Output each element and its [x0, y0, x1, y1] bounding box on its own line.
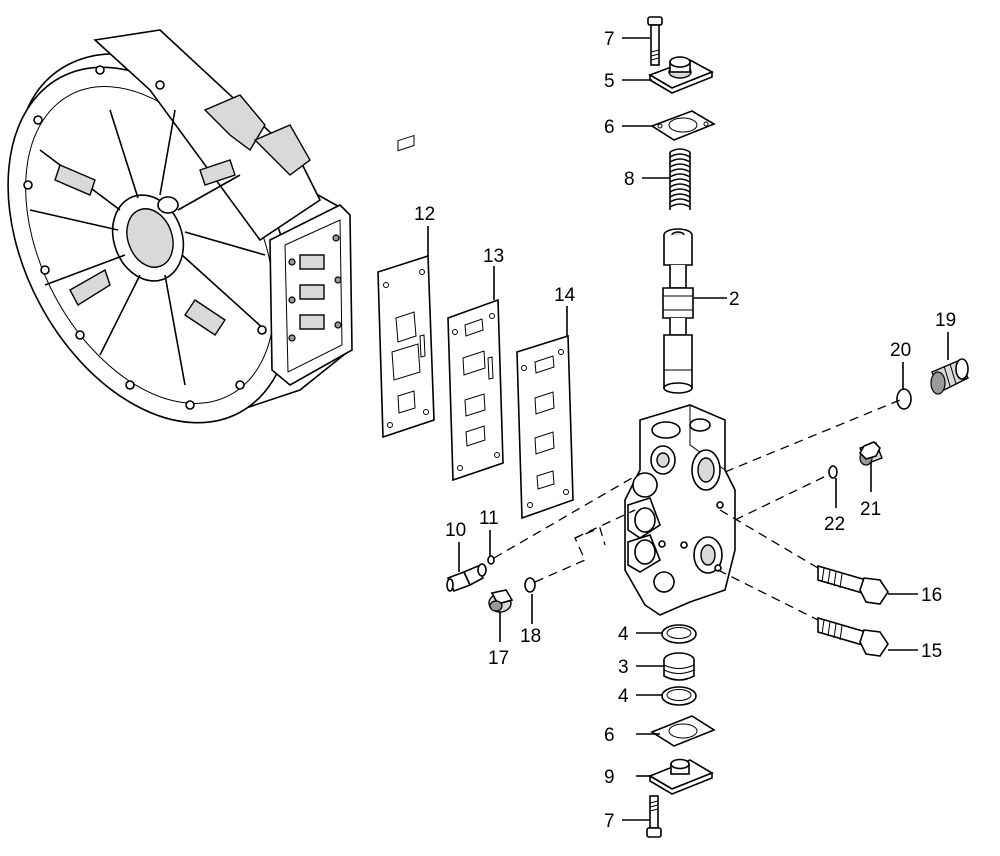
- transmission-housing: [7, 29, 353, 424]
- assembly-lines: [493, 399, 901, 621]
- bolt-7-top: [647, 16, 663, 66]
- callout-4-upper: 4: [618, 624, 629, 645]
- callout-21: 21: [860, 499, 881, 520]
- plug-21: [859, 441, 883, 466]
- callout-7-bottom: 7: [604, 811, 615, 832]
- spring-8: [669, 148, 691, 210]
- gasket-6-bottom: [650, 715, 716, 747]
- cover-plate-9: [648, 758, 714, 795]
- callout-17: 17: [488, 648, 509, 669]
- callout-4-lower: 4: [618, 686, 629, 707]
- o-ring-22: [828, 465, 838, 479]
- callout-8: 8: [624, 169, 635, 190]
- bolt-7-bottom: [646, 795, 662, 838]
- callout-16: 16: [921, 585, 942, 606]
- spool-2: [662, 228, 694, 394]
- leader-lines: [427, 37, 949, 821]
- o-ring-11: [487, 555, 495, 565]
- plug-17: [488, 589, 514, 613]
- bolt-15: [817, 616, 889, 657]
- callout-13: 13: [483, 246, 504, 267]
- callout-7-top: 7: [604, 29, 615, 50]
- gasket-14: [516, 334, 574, 520]
- o-ring-20: [896, 388, 912, 410]
- plug-19: [930, 358, 969, 395]
- callout-12: 12: [414, 204, 435, 225]
- gasket-13: [447, 298, 504, 482]
- callout-6-top: 6: [604, 117, 615, 138]
- callout-5: 5: [604, 71, 615, 92]
- fitting-10: [446, 563, 487, 593]
- callout-14: 14: [554, 285, 576, 306]
- callout-10: 10: [445, 520, 466, 541]
- gasket-6-top: [650, 110, 716, 141]
- o-ring-4-upper: [661, 624, 697, 644]
- callout-22: 22: [824, 514, 845, 535]
- callout-20: 20: [890, 340, 911, 361]
- callout-18: 18: [520, 626, 541, 647]
- bolt-16: [817, 564, 889, 605]
- plug-3: [663, 652, 695, 681]
- callout-9: 9: [604, 767, 615, 788]
- callout-2: 2: [729, 289, 740, 310]
- o-ring-4-lower: [661, 686, 697, 706]
- callout-15: 15: [921, 641, 942, 662]
- callout-3: 3: [618, 657, 629, 678]
- callout-6-bottom: 6: [604, 725, 615, 746]
- callout-19: 19: [935, 310, 956, 331]
- callout-11: 11: [479, 508, 499, 529]
- valve-body: [624, 404, 736, 616]
- callout-labels: 7 5 6 8 2 12 13 14 19 20 21 22 16 15 10 …: [414, 29, 956, 832]
- o-ring-18: [524, 577, 536, 593]
- gasket-12: [377, 134, 435, 439]
